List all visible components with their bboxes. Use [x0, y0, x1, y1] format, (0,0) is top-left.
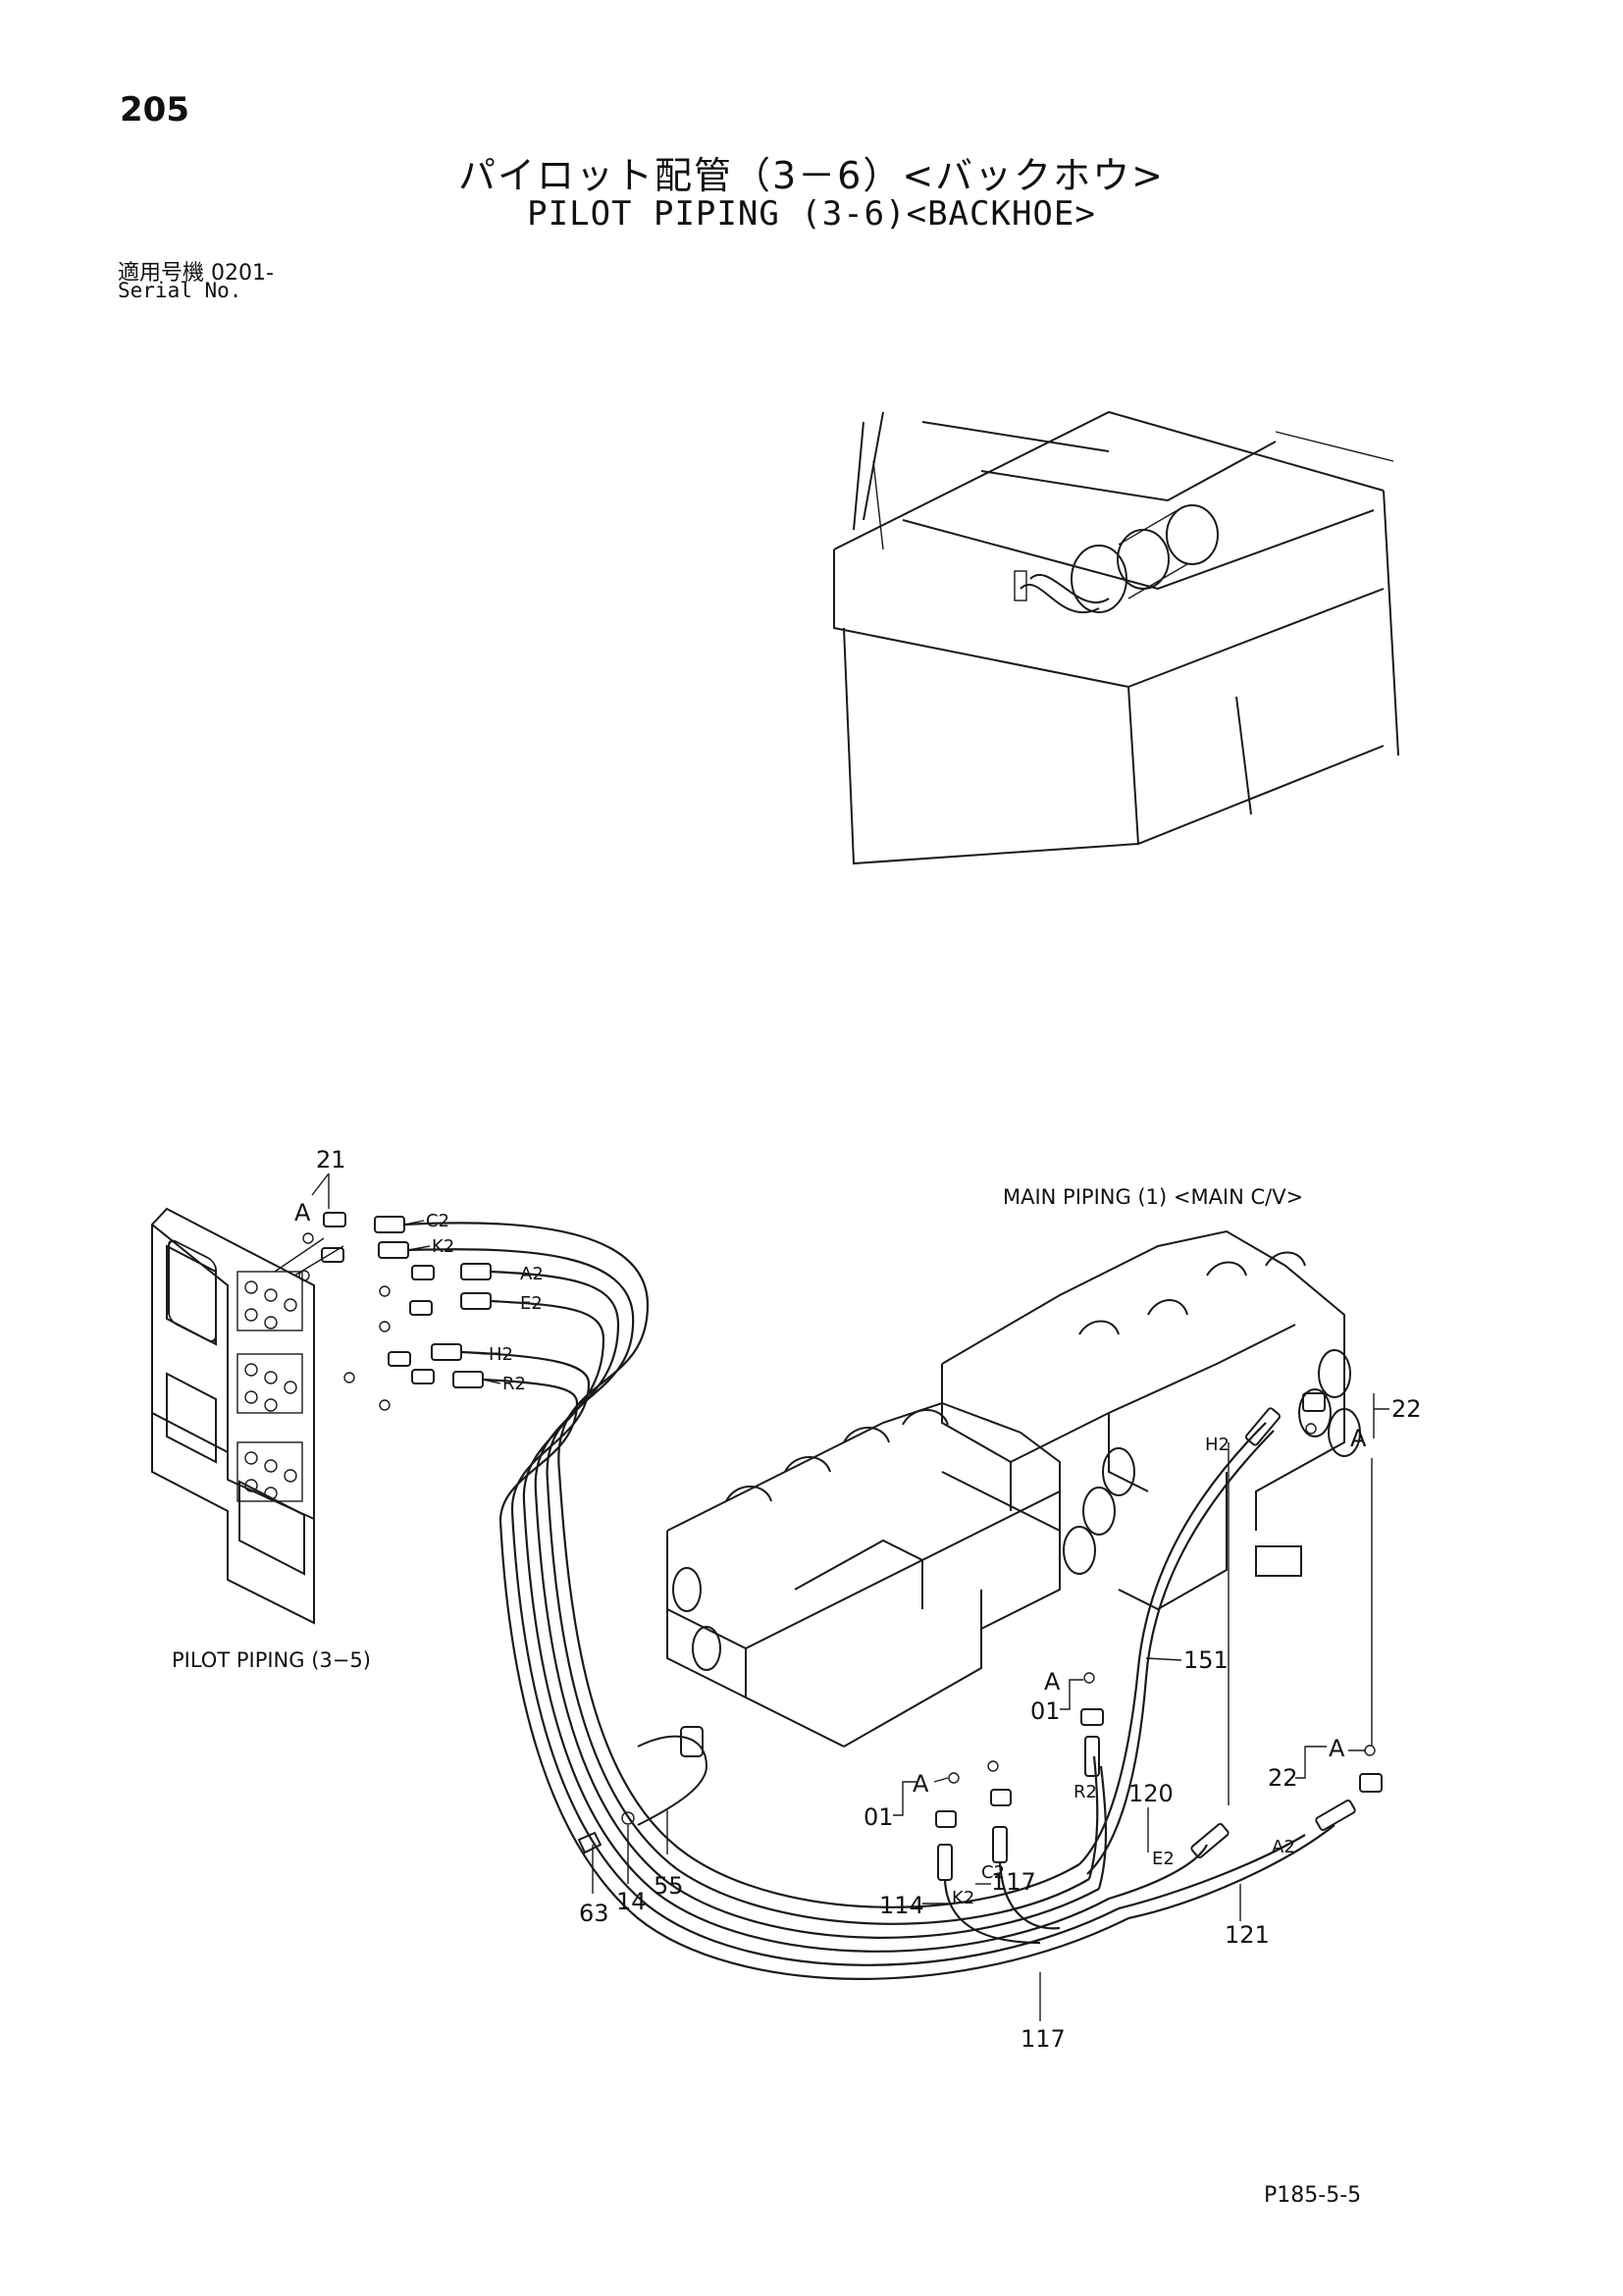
callout-22: 22 — [1391, 1395, 1422, 1423]
page-title-english: PILOT PIPING (3-6)<BACKHOE> — [527, 194, 1096, 234]
reference-main-piping: MAIN PIPING (1) <MAIN C/V> — [1003, 1185, 1304, 1209]
callout-151: 151 — [1183, 1646, 1229, 1674]
callout-21: 21 A — [294, 1146, 346, 1226]
main-valve-fittings — [935, 1392, 1383, 1828]
main-control-valve — [666, 1229, 1361, 1748]
port-label: R2 — [502, 1374, 526, 1394]
main-hoses — [937, 1407, 1356, 1945]
serial-label-japanese: 適用号機 0201- — [118, 261, 274, 286]
marker-a: A — [1044, 1668, 1061, 1696]
callout-number: 21 — [316, 1146, 346, 1174]
callout-22: 22 — [1268, 1764, 1298, 1792]
port-label: C2 — [426, 1211, 449, 1231]
port-label: C2 — [981, 1862, 1005, 1883]
marker-a: A — [913, 1770, 929, 1798]
callout-01: 01 — [864, 1803, 894, 1831]
hose-clamp: 63 14 55 — [577, 1726, 708, 1927]
pilot-hose-bundle — [403, 1222, 1129, 1980]
callout-121: 121 — [1225, 1921, 1270, 1949]
callout-14: 14 — [616, 1888, 647, 1915]
port-label: K2 — [952, 1888, 974, 1908]
callout-63: 63 — [579, 1900, 609, 1927]
page-number: 205 — [120, 90, 189, 130]
pilot-valve-panel — [150, 1207, 344, 1625]
port-label: E2 — [1152, 1849, 1175, 1869]
marker-a: A — [294, 1199, 311, 1226]
page-title-japanese: パイロット配管（3－6）<バックホウ> — [457, 154, 1166, 197]
marker-a: A — [1350, 1425, 1367, 1452]
callout-55: 55 — [654, 1872, 684, 1900]
main-callouts: 22 A 22 A 01 A 01 A 151 120 121 114 117 … — [864, 1393, 1422, 2053]
callout-117: 117 — [991, 1868, 1036, 1896]
machine-location-view — [833, 410, 1399, 865]
reference-pilot-piping: PILOT PIPING (3−5) — [172, 1648, 371, 1672]
port-label: K2 — [432, 1236, 454, 1257]
callout-01: 01 — [1030, 1697, 1061, 1725]
callout-120: 120 — [1128, 1780, 1174, 1807]
port-label: R2 — [1073, 1782, 1097, 1802]
port-label: H2 — [1205, 1435, 1230, 1455]
serial-label-english: Serial No. — [118, 279, 242, 302]
drawing-code: P185-5-5 — [1264, 2183, 1362, 2208]
port-label: A2 — [1272, 1837, 1295, 1857]
callout-117: 117 — [1021, 2025, 1066, 2053]
marker-a: A — [1329, 1735, 1345, 1762]
valve-port-block — [236, 1271, 303, 1502]
callout-114: 114 — [879, 1892, 924, 1919]
